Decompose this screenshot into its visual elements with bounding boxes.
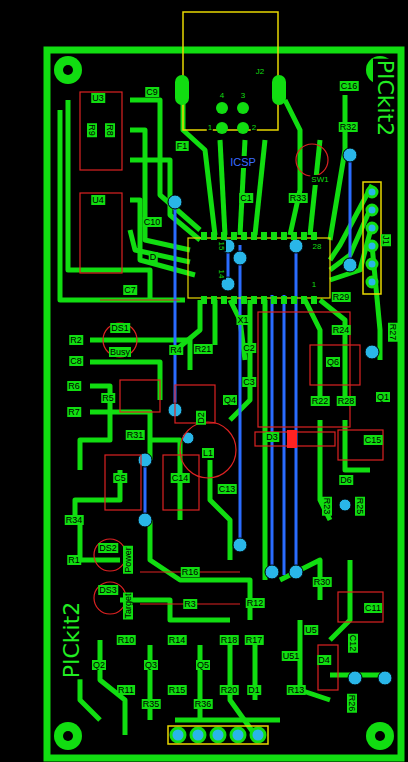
part-label: D4 bbox=[317, 655, 331, 665]
part-label: R33 bbox=[289, 193, 308, 203]
part-label: R5 bbox=[101, 393, 115, 403]
part-label: R27 bbox=[388, 323, 398, 342]
part-label: R1 bbox=[67, 555, 81, 565]
part-label: R6 bbox=[67, 381, 81, 391]
part-label: C12 bbox=[348, 634, 358, 653]
part-label: C7 bbox=[123, 285, 137, 295]
part-label: 15 bbox=[216, 241, 226, 252]
part-label: R3 bbox=[183, 599, 197, 609]
part-label: J2 bbox=[255, 67, 265, 77]
part-label: R28 bbox=[337, 396, 356, 406]
part-label: D bbox=[149, 252, 158, 262]
part-label: C11 bbox=[364, 603, 382, 613]
part-label: Q2 bbox=[92, 660, 106, 670]
part-label: Busy bbox=[109, 347, 131, 357]
part-label: R24 bbox=[332, 325, 351, 335]
part-label: Q3 bbox=[144, 660, 158, 670]
part-label: R9 bbox=[87, 123, 97, 137]
part-label: 28 bbox=[312, 242, 323, 252]
part-label: C10 bbox=[143, 217, 162, 227]
part-label: C13 bbox=[218, 484, 237, 494]
part-label: 4 bbox=[219, 91, 225, 101]
part-label: 1 bbox=[311, 280, 317, 290]
part-label: J1 bbox=[381, 234, 391, 246]
part-label: R20 bbox=[220, 685, 239, 695]
part-label: 3 bbox=[240, 91, 246, 101]
part-label: X1 bbox=[236, 315, 249, 325]
part-label: C8 bbox=[69, 356, 83, 366]
part-label: SW1 bbox=[310, 175, 329, 185]
part-label: Power bbox=[123, 546, 133, 574]
part-label: R17 bbox=[245, 635, 264, 645]
part-label: Target bbox=[123, 592, 133, 619]
part-label: D2 bbox=[196, 411, 206, 425]
part-label: C16 bbox=[340, 81, 359, 91]
part-label: DS2 bbox=[98, 543, 118, 553]
part-label: R36 bbox=[194, 699, 213, 709]
part-label: U51 bbox=[282, 651, 301, 661]
part-label: R16 bbox=[181, 567, 200, 577]
part-label: F1 bbox=[176, 141, 189, 151]
part-label: R10 bbox=[117, 635, 136, 645]
part-label: R11 bbox=[117, 685, 135, 695]
part-label: R35 bbox=[142, 699, 161, 709]
part-label: R23 bbox=[322, 497, 332, 516]
part-label: C1 bbox=[239, 193, 253, 203]
part-label: Q4 bbox=[223, 395, 237, 405]
part-label: Q6 bbox=[326, 357, 340, 367]
part-label: R15 bbox=[168, 685, 187, 695]
part-label: R13 bbox=[287, 685, 306, 695]
part-label: R25 bbox=[355, 497, 365, 516]
part-label: ICSP bbox=[229, 156, 257, 168]
part-label: DS3 bbox=[98, 585, 118, 595]
part-label: C15 bbox=[364, 435, 383, 445]
part-label: L1 bbox=[202, 448, 214, 458]
part-label: Q5 bbox=[196, 660, 210, 670]
part-label: C5 bbox=[113, 473, 127, 483]
part-label: R2 bbox=[69, 335, 83, 345]
part-label: R30 bbox=[313, 577, 332, 587]
part-label: DS1 bbox=[110, 323, 130, 333]
part-label: R14 bbox=[168, 635, 187, 645]
part-label: R7 bbox=[67, 407, 81, 417]
part-label: R26 bbox=[347, 694, 357, 713]
part-label: C2 bbox=[242, 343, 256, 353]
part-label: R34 bbox=[65, 515, 84, 525]
part-label: R29 bbox=[332, 292, 351, 302]
part-label: U5 bbox=[304, 625, 318, 635]
part-label: C14 bbox=[171, 473, 190, 483]
part-label: U3 bbox=[91, 93, 105, 103]
part-label: R31 bbox=[126, 430, 145, 440]
part-label: U4 bbox=[91, 195, 105, 205]
part-label: R4 bbox=[169, 345, 183, 355]
board-title: PICkit2 bbox=[373, 59, 397, 138]
part-label: C9 bbox=[145, 87, 159, 97]
part-label: Q1 bbox=[376, 392, 390, 402]
part-label: 1 bbox=[207, 123, 213, 133]
part-label: 2 bbox=[251, 123, 257, 133]
part-label: R21 bbox=[194, 344, 213, 354]
part-label: R32 bbox=[339, 122, 358, 132]
part-label: C3 bbox=[242, 377, 256, 387]
part-label: R12 bbox=[246, 598, 265, 608]
part-label: D1 bbox=[247, 685, 261, 695]
part-label: 14 bbox=[216, 269, 226, 280]
part-label: D6 bbox=[339, 475, 353, 485]
part-label: R8 bbox=[105, 123, 115, 137]
part-label: R22 bbox=[311, 396, 330, 406]
part-label: D3 bbox=[265, 432, 279, 442]
board-title: PICkit2 bbox=[60, 601, 84, 680]
part-label: R18 bbox=[220, 635, 239, 645]
